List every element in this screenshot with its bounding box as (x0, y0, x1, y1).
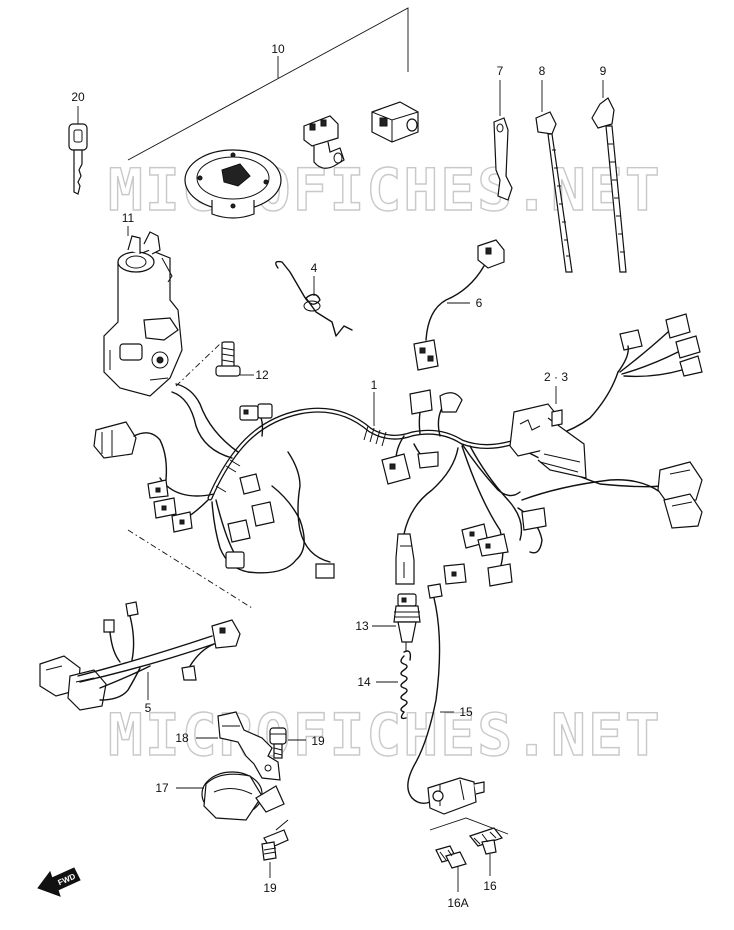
callout-5: 5 (145, 701, 152, 715)
stop-switch-wire-15 (407, 583, 485, 815)
horn-bracket-18 (217, 711, 281, 781)
callout-20: 20 (71, 90, 85, 104)
bolt-19-upper (269, 727, 287, 759)
callout-13: 13 (355, 619, 369, 633)
callout-16: 16 (483, 879, 497, 893)
brake-switch-13 (393, 593, 421, 652)
bolt-19-lower (261, 819, 289, 861)
spring-4 (275, 260, 353, 337)
return-spring-14 (400, 650, 412, 720)
callout-4: 4 (311, 261, 318, 275)
clamp-7 (493, 117, 513, 201)
callout-11: 11 (122, 211, 135, 225)
callout-9: 9 (600, 64, 607, 78)
callout-16a: 16A (447, 896, 468, 910)
callout-17: 17 (155, 781, 169, 795)
bolt-12 (215, 341, 241, 377)
callout-6: 6 (476, 296, 483, 310)
bolt-16a (435, 845, 467, 869)
main-wiring-harness (159, 371, 663, 581)
callout-19-upper: 19 (311, 734, 325, 748)
ignition-key (68, 123, 88, 195)
phantom-line-lower (127, 529, 253, 609)
lead-wire-6 (413, 239, 505, 371)
cable-tie-8 (535, 111, 573, 273)
seat-lock (371, 101, 419, 143)
callout-8: 8 (539, 64, 546, 78)
callout-12: 12 (255, 368, 269, 382)
watermark-bottom: MICROFICHES.NET (108, 701, 662, 769)
callout-15: 15 (459, 705, 473, 719)
callout-1: 1 (371, 378, 378, 392)
callout-2-3: 2 · 3 (544, 370, 568, 384)
harness-connectors (93, 313, 703, 587)
forward-arrow-icon: FWD (37, 867, 81, 897)
cable-tie-9 (591, 97, 627, 273)
fuel-cap-lock (184, 149, 282, 219)
callout-7: 7 (497, 64, 504, 78)
horn-17 (201, 771, 285, 821)
steering-lock (303, 115, 345, 169)
callout-10: 10 (271, 42, 285, 56)
callout-14: 14 (357, 675, 371, 689)
callout-19-lower: 19 (263, 881, 277, 895)
bracket-line-10 (127, 7, 409, 161)
ignition-switch (103, 231, 183, 397)
bolt-16 (468, 827, 504, 855)
callout-18: 18 (175, 731, 189, 745)
phantom-line-upper (175, 341, 223, 387)
sub-harness-5 (39, 601, 241, 711)
